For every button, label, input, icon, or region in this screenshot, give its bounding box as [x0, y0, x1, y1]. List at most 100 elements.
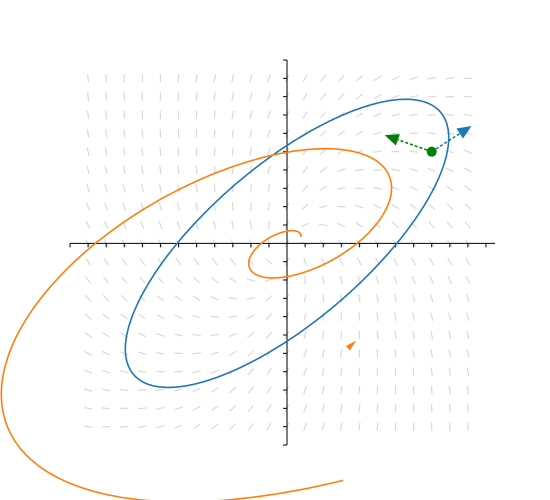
field-segment: [192, 295, 201, 301]
field-segment: [265, 295, 273, 302]
field-segment: [301, 184, 309, 192]
field-segment: [391, 168, 400, 172]
field-segment: [266, 422, 272, 431]
field-segment: [463, 95, 473, 98]
field-segment: [376, 422, 379, 431]
field-segment: [409, 203, 418, 210]
field-segment: [213, 129, 216, 138]
field-segment: [192, 387, 201, 393]
field-segment: [392, 257, 399, 266]
field-segment: [303, 257, 307, 266]
field-segment: [322, 330, 325, 340]
field-segment: [266, 74, 271, 83]
field-segment: [464, 185, 472, 192]
field-segment: [138, 425, 147, 429]
field-segment: [231, 129, 234, 138]
field-segment: [102, 294, 110, 302]
field-segment: [355, 204, 364, 209]
field-segment: [249, 92, 253, 101]
field-segment: [246, 314, 255, 320]
field-segment: [177, 74, 180, 83]
field-segment: [249, 147, 253, 156]
field-segment: [465, 257, 471, 266]
field-segment: [195, 202, 199, 211]
field-segment: [267, 147, 271, 156]
field-segment: [447, 294, 452, 303]
field-segment: [430, 330, 434, 340]
field-segment: [373, 150, 382, 153]
field-segment: [447, 257, 453, 266]
field-segment: [303, 349, 307, 358]
field-segment: [465, 294, 470, 303]
field-segment: [321, 349, 325, 358]
field-segment: [412, 349, 415, 358]
field-segment: [210, 369, 219, 375]
field-segment: [302, 166, 309, 174]
field-segment: [156, 406, 165, 410]
field-segment: [213, 184, 216, 193]
field-segment: [141, 147, 144, 156]
field-segment: [267, 220, 270, 230]
field-segment: [174, 406, 183, 411]
field-segment: [158, 184, 162, 193]
field-segment: [158, 220, 163, 230]
field-segment: [138, 313, 147, 320]
field-segment: [249, 110, 253, 120]
field-segment: [429, 257, 435, 266]
field-segment: [394, 349, 397, 358]
direction-field: [83, 74, 473, 431]
field-segment: [428, 221, 435, 229]
field-segment: [101, 407, 111, 410]
field-segment: [430, 349, 433, 358]
field-segment: [337, 74, 345, 82]
axes: [69, 59, 495, 446]
field-segment: [229, 257, 236, 266]
field-segment: [192, 423, 201, 430]
field-segment: [339, 385, 343, 395]
field-segment: [303, 312, 307, 321]
field-segment: [267, 184, 271, 193]
field-segment: [247, 386, 255, 394]
field-segment: [266, 110, 271, 120]
field-segment: [265, 313, 273, 321]
field-segment: [356, 257, 362, 266]
field-segment: [83, 388, 93, 392]
field-segment: [321, 422, 325, 431]
field-segment: [101, 388, 111, 392]
field-segment: [303, 330, 307, 340]
field-segment: [249, 184, 252, 193]
field-segment: [429, 312, 434, 321]
field-segment: [195, 165, 198, 175]
field-segment: [427, 95, 436, 98]
field-segment: [375, 275, 380, 285]
field-segment: [123, 92, 126, 101]
field-segment: [302, 111, 308, 119]
field-segment: [192, 334, 201, 336]
field-segment: [358, 312, 361, 321]
field-segment: [302, 74, 308, 83]
field-segment: [391, 186, 400, 191]
field-segment: [121, 257, 128, 266]
field-segment: [174, 424, 183, 429]
field-segment: [156, 388, 165, 392]
field-segment: [266, 92, 271, 101]
field-segment: [373, 94, 382, 100]
field-segment: [393, 294, 398, 303]
field-segment: [104, 147, 108, 156]
field-segment: [120, 370, 129, 374]
field-segment: [86, 129, 90, 138]
field-segment: [264, 278, 274, 282]
field-segment: [156, 314, 165, 320]
field-segment: [429, 294, 434, 303]
field-segment: [84, 332, 92, 338]
field-segment: [83, 406, 93, 410]
field-segment: [466, 422, 469, 431]
field-segment: [105, 92, 108, 101]
field-segment: [355, 168, 364, 172]
field-segment: [357, 294, 361, 303]
field-segment: [427, 185, 436, 192]
field-segment: [358, 385, 361, 395]
field-segment: [195, 74, 198, 83]
field-segment: [319, 185, 328, 192]
field-segment: [303, 422, 308, 431]
